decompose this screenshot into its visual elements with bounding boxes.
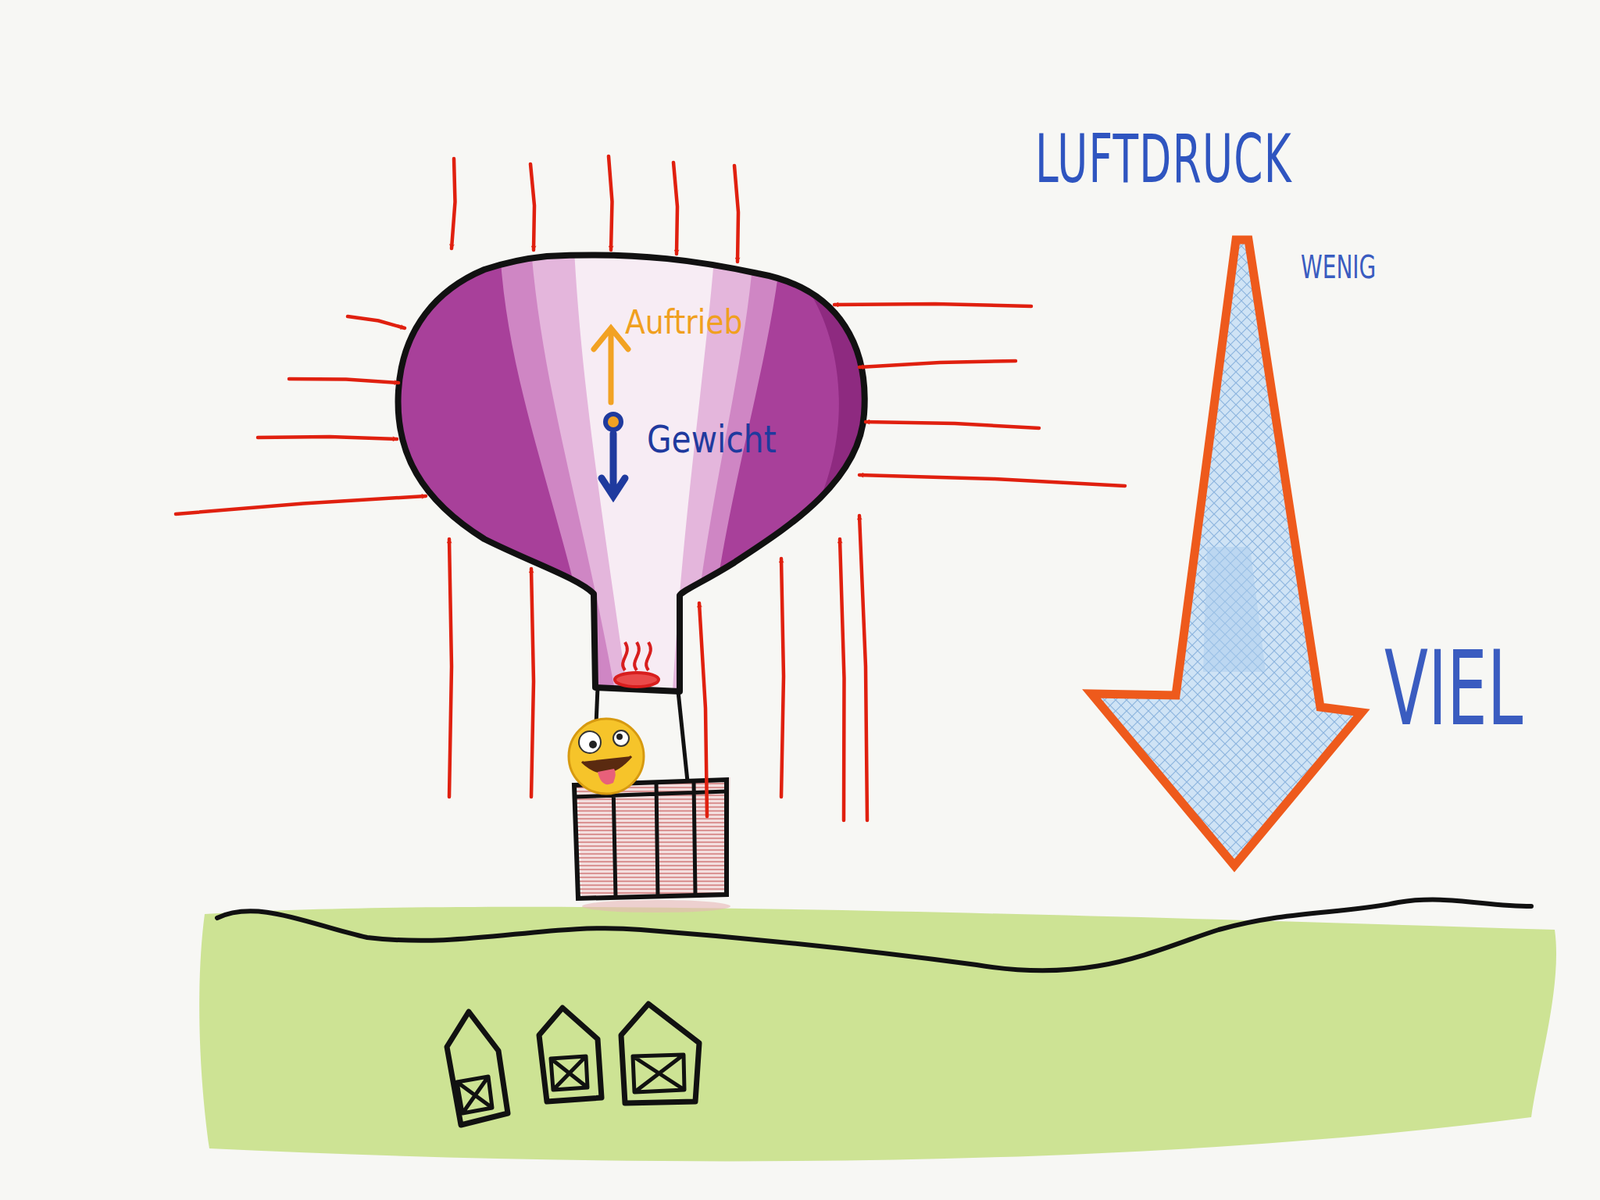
- envelope-outline: [398, 255, 865, 692]
- face: [568, 718, 644, 794]
- house-window: [632, 1054, 685, 1093]
- pupil: [589, 740, 597, 749]
- house-window: [457, 1076, 493, 1114]
- mouth: [582, 756, 632, 772]
- envelope-base: [390, 242, 875, 704]
- basket-wicker: [574, 780, 727, 897]
- center-point: [605, 414, 622, 430]
- pressure-arrow-line: [699, 603, 708, 817]
- weight-arrow: [601, 433, 625, 497]
- pressure-arrow-line: [865, 421, 1040, 429]
- ground: [199, 907, 1557, 1162]
- pressure-arrow-line: [451, 158, 456, 249]
- pressure-arrow-line: [175, 496, 426, 515]
- horizon-line: [217, 900, 1532, 972]
- house: [446, 1011, 508, 1125]
- eye: [578, 731, 601, 754]
- tongue: [597, 768, 616, 785]
- house-window: [550, 1056, 588, 1090]
- eye: [613, 730, 629, 747]
- pressure-arrow-line: [347, 316, 405, 329]
- pressure-arrow-line: [859, 360, 1016, 368]
- pressure-arrow-line: [834, 303, 1032, 307]
- pressure-arrow-line: [608, 156, 613, 250]
- pressure-arrow-line: [859, 475, 1125, 486]
- burner: [614, 672, 659, 687]
- basket-ground-shadow: [582, 900, 731, 913]
- buoyancy-arrow: [593, 328, 629, 403]
- pressure-arrow-line: [530, 164, 535, 250]
- pressure-arrow-line: [734, 165, 739, 262]
- pressure-arrow-line: [839, 539, 845, 821]
- pressure-arrow-line: [673, 162, 678, 254]
- heat-symbol: [614, 642, 659, 687]
- house: [621, 1003, 700, 1104]
- pressure-label: WENIG: [1300, 251, 1376, 283]
- force-label: Gewicht: [646, 420, 777, 458]
- air-pressure-arrows: [175, 156, 1125, 821]
- pressure-arrow-line: [531, 568, 534, 797]
- pilot-face: [568, 718, 644, 794]
- envelope-fill: [390, 242, 875, 704]
- pressure-arrow-line: [449, 539, 452, 797]
- houses: [446, 1003, 700, 1125]
- pressure-arrow-line: [781, 558, 784, 797]
- house: [539, 1007, 602, 1102]
- force-label: Auftrieb: [625, 306, 743, 340]
- pressure-label: VIEL: [1384, 636, 1523, 740]
- pressure-arrow-line: [289, 378, 399, 383]
- pressure-arrow-line: [257, 436, 397, 440]
- heat-waves: [622, 642, 651, 671]
- envelope-stripe: [500, 250, 782, 704]
- pupil: [616, 733, 623, 740]
- basket: [574, 779, 727, 899]
- pressure-arrow-shade: [1203, 546, 1266, 672]
- rope: [678, 691, 688, 782]
- pressure-arrow: [1091, 239, 1362, 866]
- envelope-stripe: [531, 250, 754, 704]
- diagram-title: LUFTDRUCK: [1035, 125, 1293, 193]
- pressure-arrow-line: [859, 515, 868, 821]
